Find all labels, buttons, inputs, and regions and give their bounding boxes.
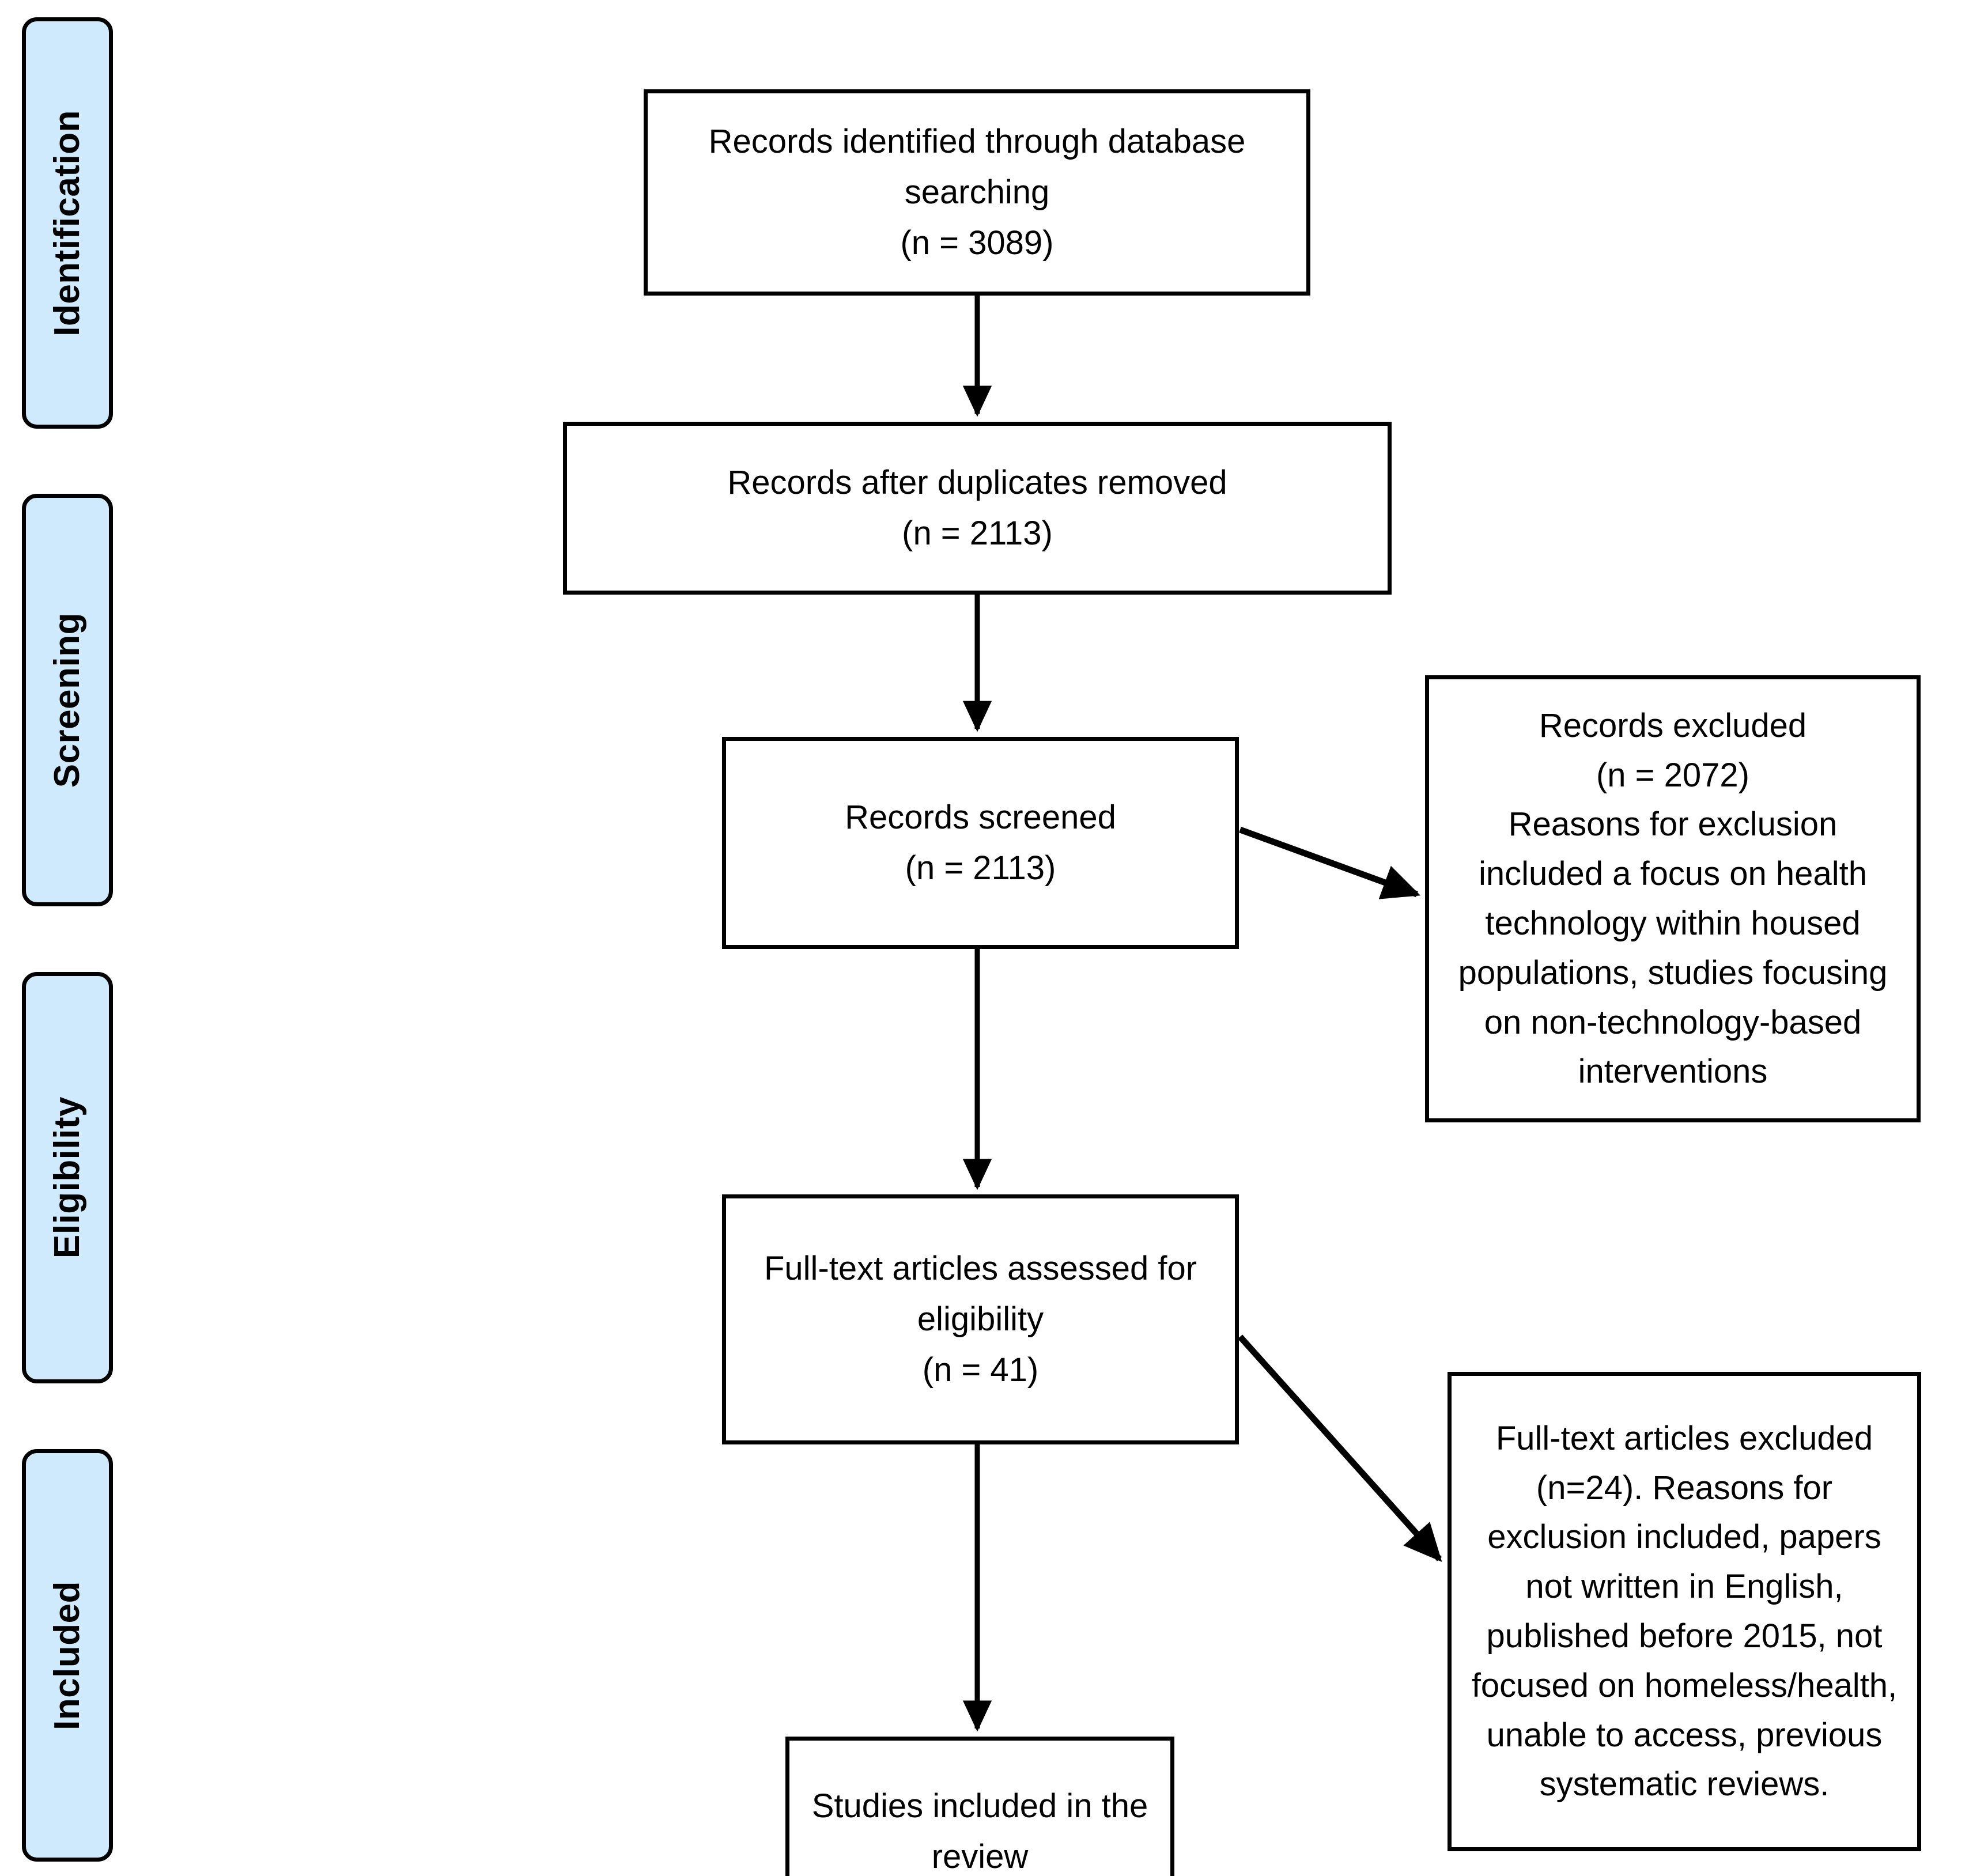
box-full-text-articles-excluded: Full-text articles excluded (n=24). Reas… bbox=[1448, 1372, 1921, 1851]
box-records-excluded: Records excluded (n = 2072) Reasons for … bbox=[1425, 675, 1921, 1122]
box-records-excluded-text: Records excluded (n = 2072) Reasons for … bbox=[1458, 706, 1888, 1091]
box-full-text-articles-excluded-text: Full-text articles excluded (n=24). Reas… bbox=[1471, 1419, 1898, 1803]
box-records-after-duplicates-removed-text: Records after duplicates removed (n = 21… bbox=[727, 463, 1227, 552]
arrow-screened-to-records-excluded bbox=[1239, 826, 1421, 899]
box-records-identified-text: Records identified through database sear… bbox=[708, 122, 1246, 262]
box-full-text-articles-assessed: Full-text articles assessed for eligibil… bbox=[722, 1194, 1239, 1444]
box-records-after-duplicates-removed: Records after duplicates removed (n = 21… bbox=[563, 422, 1392, 595]
stage-pill-eligibility: Eligibility bbox=[22, 972, 113, 1383]
arrow-fulltext-to-fulltext-excluded bbox=[1237, 1334, 1442, 1562]
stage-pill-identification: Identification bbox=[22, 17, 113, 429]
stage-label-screening: Screening bbox=[47, 612, 87, 788]
box-records-identified: Records identified through database sear… bbox=[644, 89, 1310, 296]
box-records-screened-text: Records screened (n = 2113) bbox=[845, 798, 1116, 887]
box-full-text-articles-assessed-text: Full-text articles assessed for eligibil… bbox=[764, 1249, 1197, 1389]
box-records-screened: Records screened (n = 2113) bbox=[722, 737, 1239, 949]
stage-label-identification: Identification bbox=[47, 109, 87, 336]
stage-label-eligibility: Eligibility bbox=[47, 1096, 87, 1259]
box-studies-included-in-review: Studies included in the review (n = 17) bbox=[785, 1737, 1174, 1876]
stage-pill-screening: Screening bbox=[22, 494, 113, 906]
stage-label-included: Included bbox=[47, 1580, 87, 1730]
box-studies-included-in-review-text: Studies included in the review (n = 17) bbox=[811, 1787, 1148, 1875]
stage-pill-included: Included bbox=[22, 1449, 113, 1862]
